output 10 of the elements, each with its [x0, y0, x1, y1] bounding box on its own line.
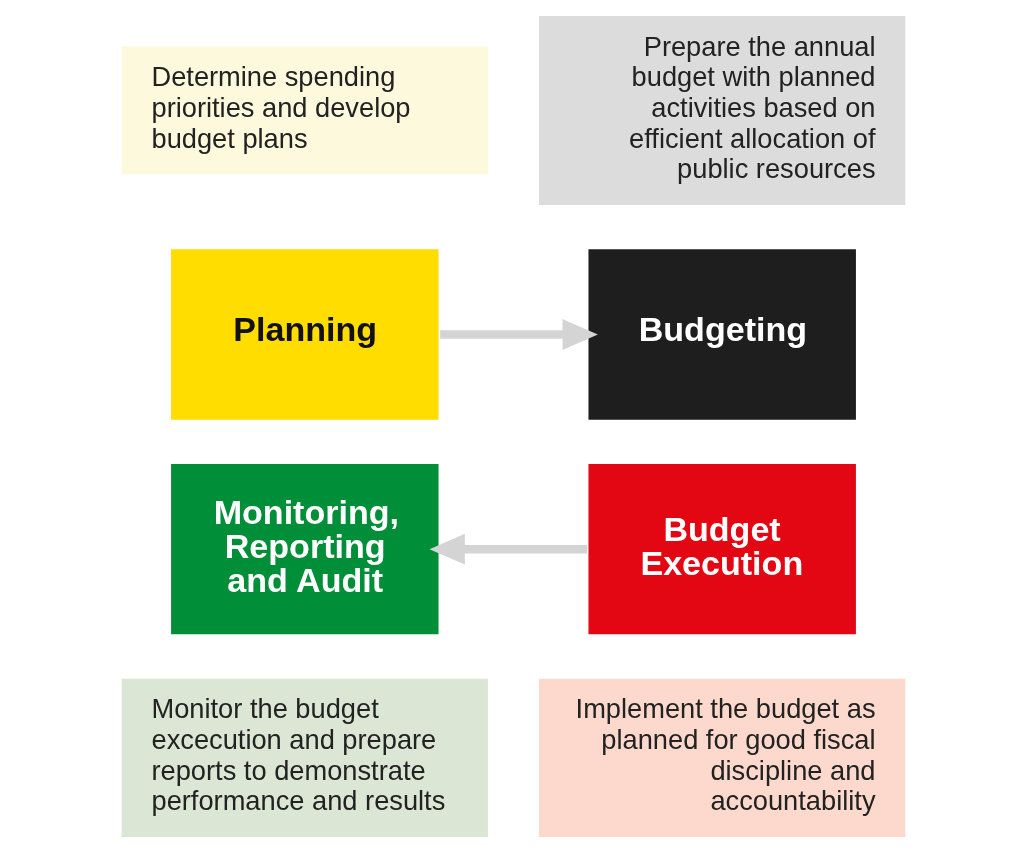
node-box: Monitor the budget excecution and prepare reports to demonstrate performance and results: [119, 676, 490, 839]
node-box: Determine spending priorities and develop budget plans: [119, 44, 490, 177]
arrow: [429, 533, 588, 565]
node-box: Monitoring, Reporting and Audit: [169, 462, 441, 637]
node-box: Prepare the annual budget with planned activities based on efficient allocation of public resources: [537, 14, 908, 207]
arrow: [440, 319, 598, 350]
node-box: Planning: [169, 247, 441, 422]
node-box: Implement the budget as planned for good fiscal discipline and accountability: [537, 676, 908, 839]
node-box: Budgeting: [586, 247, 858, 422]
node-box: Budget Execution: [586, 462, 858, 637]
